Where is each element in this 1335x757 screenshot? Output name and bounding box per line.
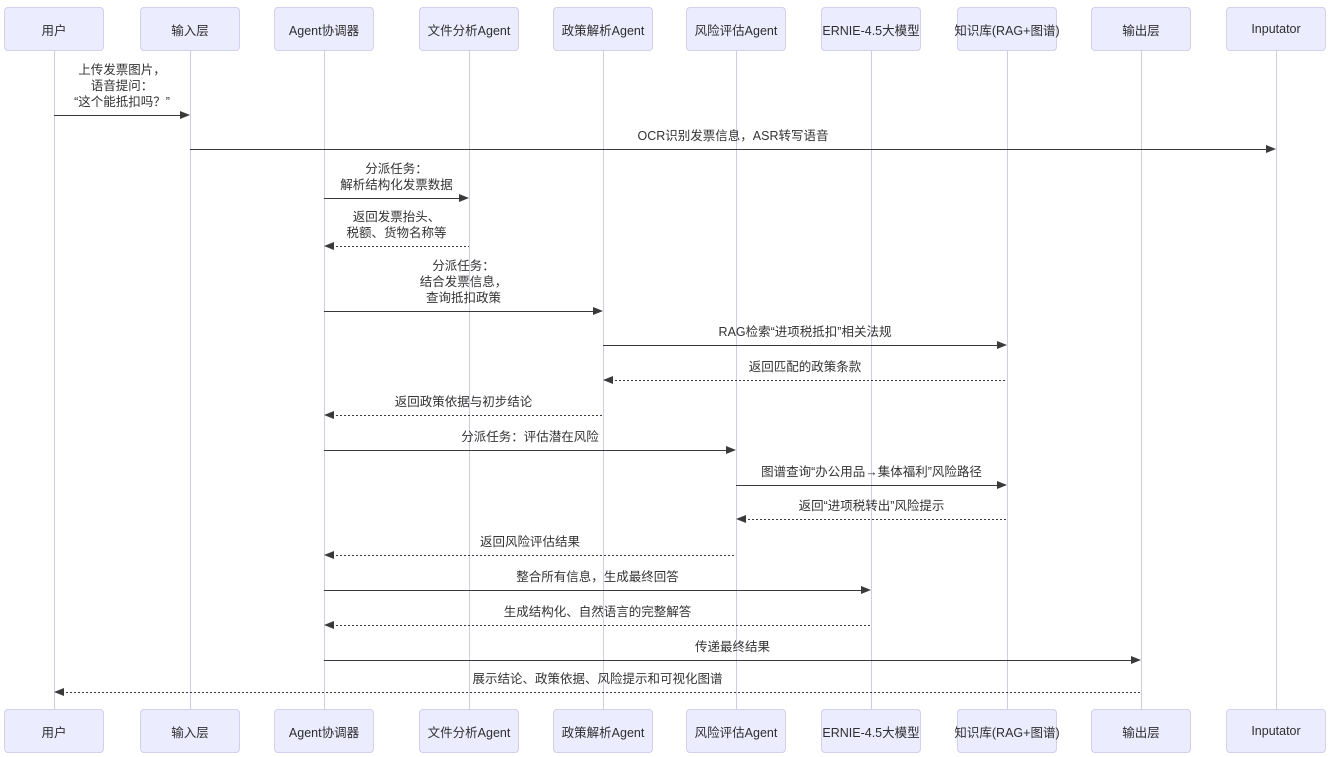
message-label-4: 返回发票抬头、税额、货物名称等 [346, 209, 446, 241]
message-line-7 [611, 380, 1007, 381]
message-line-2 [190, 149, 1268, 150]
message-line-4 [332, 246, 469, 247]
message-arrowhead-2 [1266, 145, 1276, 153]
message-line-15 [324, 660, 1133, 661]
actor-top-inputator: Inputator [1226, 7, 1326, 51]
actor-bottom-risk-assessment-agent: 风险评估Agent [686, 709, 786, 753]
message-label-3: 分派任务： 解析结构化发票数据 [340, 161, 453, 193]
actor-top-knowledge-base: 知识库(RAG+图谱) [954, 7, 1060, 51]
actor-bottom-input-layer: 输入层 [140, 709, 240, 753]
message-label-5: 分派任务： 结合发票信息， 查询抵扣政策 [420, 258, 508, 306]
actor-bottom-user: 用户 [4, 709, 104, 753]
message-line-11 [744, 519, 1007, 520]
message-label-line: 返回匹配的政策条款 [748, 360, 862, 374]
lifeline-agent-coordinator [324, 51, 325, 709]
message-line-1 [54, 115, 182, 116]
actor-top-input-layer: 输入层 [140, 7, 240, 51]
message-label-15: 传递最终结果 [695, 639, 770, 655]
message-label-2: OCR识别发票信息，ASR转写语音 [638, 128, 829, 144]
lifeline-user [54, 51, 55, 709]
message-arrowhead-14 [324, 621, 334, 629]
message-line-5 [324, 311, 595, 312]
message-arrowhead-12 [324, 551, 334, 559]
lifeline-inputator [1276, 51, 1277, 709]
message-label-12: 返回风险评估结果 [480, 534, 580, 550]
message-line-13 [324, 590, 863, 591]
message-label-7: 返回匹配的政策条款 [749, 359, 862, 375]
message-label-1: 上传发票图片， 语音提问： “这个能抵扣吗？” [74, 62, 170, 110]
actor-top-agent-coordinator: Agent协调器 [274, 7, 374, 51]
lifeline-knowledge-base [1007, 51, 1008, 709]
message-line-6 [603, 345, 999, 346]
actor-bottom-policy-parsing-agent: 政策解析Agent [553, 709, 653, 753]
message-label-line: 返回风险评估结果 [479, 535, 581, 549]
message-label-9: 分派任务：评估潜在风险 [461, 429, 599, 445]
message-label-11: 返回“进项税转出”风险提示 [799, 498, 945, 514]
actor-bottom-knowledge-base: 知识库(RAG+图谱) [954, 709, 1060, 753]
message-label-line: “这个能抵扣吗？” [74, 95, 170, 109]
message-label-line: 解析结构化发票数据 [340, 178, 453, 192]
message-label-line: 整合所有信息，生成最终回答 [516, 570, 679, 584]
actor-bottom-agent-coordinator: Agent协调器 [274, 709, 374, 753]
lifeline-output-layer [1141, 51, 1142, 709]
message-label-line: RAG检索“进项税抵扣”相关法规 [718, 325, 892, 339]
message-line-8 [332, 415, 603, 416]
message-arrowhead-9 [726, 446, 736, 454]
message-label-line: 生成结构化、自然语言的完整解答 [503, 605, 692, 619]
actor-bottom-output-layer: 输出层 [1091, 709, 1191, 753]
message-label-line: 返回政策依据与初步结论 [394, 395, 533, 409]
message-label-line: OCR识别发票信息，ASR转写语音 [637, 129, 829, 143]
message-label-14: 生成结构化、自然语言的完整解答 [504, 604, 692, 620]
lifeline-input-layer [190, 51, 191, 709]
actor-top-risk-assessment-agent: 风险评估Agent [686, 7, 786, 51]
actor-bottom-inputator: Inputator [1226, 709, 1326, 753]
actor-top-policy-parsing-agent: 政策解析Agent [553, 7, 653, 51]
message-label-line: 展示结论、政策依据、风险提示和可视化图谱 [472, 672, 723, 686]
message-arrowhead-7 [603, 376, 613, 384]
message-arrowhead-16 [54, 688, 64, 696]
actor-top-user: 用户 [4, 7, 104, 51]
message-label-line: 分派任务：评估潜在风险 [461, 430, 599, 444]
message-label-line: 语音提问： [90, 79, 154, 93]
message-label-line: 税额、货物名称等 [346, 226, 447, 240]
message-line-12 [332, 555, 736, 556]
message-label-line: 传递最终结果 [694, 640, 771, 654]
message-arrowhead-13 [861, 586, 871, 594]
message-label-line: 分派任务： [365, 162, 428, 176]
lifeline-file-analysis-agent [469, 51, 470, 709]
message-arrowhead-15 [1131, 656, 1141, 664]
message-arrowhead-10 [997, 481, 1007, 489]
message-line-14 [332, 625, 871, 626]
message-label-8: 返回政策依据与初步结论 [395, 394, 533, 410]
message-line-3 [324, 198, 461, 199]
message-label-line: 分派任务： [432, 259, 495, 273]
message-line-10 [736, 485, 999, 486]
message-label-line: 图谱查询“办公用品→集体福利”风险路径 [761, 465, 982, 479]
message-label-10: 图谱查询“办公用品→集体福利”风险路径 [761, 464, 982, 480]
message-label-13: 整合所有信息，生成最终回答 [516, 569, 679, 585]
message-label-line: 返回“进项税转出”风险提示 [798, 499, 945, 513]
message-arrowhead-3 [459, 194, 469, 202]
message-label-line: 返回发票抬头、 [352, 210, 441, 224]
message-arrowhead-6 [997, 341, 1007, 349]
message-arrowhead-4 [324, 242, 334, 250]
message-line-9 [324, 450, 728, 451]
message-label-6: RAG检索“进项税抵扣”相关法规 [719, 324, 892, 340]
message-arrowhead-11 [736, 515, 746, 523]
message-label-16: 展示结论、政策依据、风险提示和可视化图谱 [472, 671, 722, 687]
message-arrowhead-8 [324, 411, 334, 419]
message-label-line: 查询抵扣政策 [425, 291, 502, 305]
actor-bottom-file-analysis-agent: 文件分析Agent [419, 709, 519, 753]
message-label-line: 上传发票图片， [78, 63, 166, 77]
message-arrowhead-1 [180, 111, 190, 119]
message-label-line: 结合发票信息， [419, 275, 508, 289]
actor-top-file-analysis-agent: 文件分析Agent [419, 7, 519, 51]
message-arrowhead-5 [593, 307, 603, 315]
actor-top-ernie-45-model: ERNIE-4.5大模型 [821, 7, 921, 51]
actor-bottom-ernie-45-model: ERNIE-4.5大模型 [821, 709, 921, 753]
message-line-16 [62, 692, 1141, 693]
actor-top-output-layer: 输出层 [1091, 7, 1191, 51]
